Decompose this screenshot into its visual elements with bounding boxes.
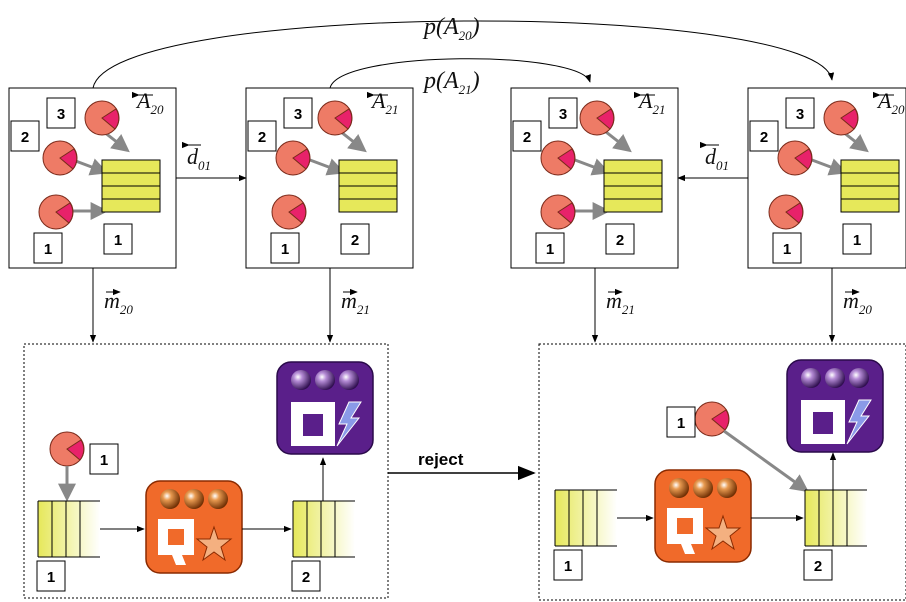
svg-text:2: 2 <box>21 129 29 146</box>
svg-text:1: 1 <box>853 232 861 249</box>
svg-text:2: 2 <box>523 129 531 146</box>
svg-text:1: 1 <box>677 415 685 432</box>
q-processor-icon <box>654 469 752 563</box>
svg-text:1: 1 <box>47 569 55 586</box>
right-panel: 1 1 2 <box>538 343 906 601</box>
state-box-4: 3 2 1 1 A20 <box>747 87 906 269</box>
svg-text:2: 2 <box>302 569 310 586</box>
pie-icon <box>42 140 78 176</box>
pie-icon <box>777 140 813 176</box>
state-box-1: 3 2 1 1 A20 <box>8 87 177 269</box>
svg-text:2: 2 <box>616 232 624 249</box>
pie-icon <box>317 100 353 136</box>
pie-icon <box>540 194 576 230</box>
storage-icon <box>786 359 884 453</box>
arrow-p-a21 <box>329 58 591 89</box>
left-panel: 1 1 2 <box>23 343 389 599</box>
svg-text:1: 1 <box>281 241 289 258</box>
pie-icon <box>823 100 859 136</box>
state-box-2: 3 2 1 2 A21 <box>245 87 414 269</box>
label-reject: reject <box>418 450 464 469</box>
queue-icon <box>292 500 356 558</box>
svg-text:1: 1 <box>564 558 572 575</box>
svg-text:1: 1 <box>44 241 52 258</box>
pie-icon <box>84 100 120 136</box>
svg-text:2: 2 <box>814 558 822 575</box>
label-p-a21: p(A21) <box>422 68 480 97</box>
svg-text:3: 3 <box>57 106 65 123</box>
pie-icon <box>768 194 804 230</box>
pie-icon <box>271 194 307 230</box>
state-box-3: 3 2 1 2 A21 <box>510 87 679 269</box>
queue-icon <box>554 489 618 547</box>
svg-text:2: 2 <box>760 129 768 146</box>
queue-icon <box>804 489 868 547</box>
svg-text:1: 1 <box>100 452 108 469</box>
storage-icon <box>276 361 374 455</box>
pie-icon <box>540 140 576 176</box>
pie-icon <box>38 194 74 230</box>
svg-text:2: 2 <box>351 232 359 249</box>
label-p-a20: p(A20) <box>422 14 480 43</box>
svg-text:2: 2 <box>258 129 266 146</box>
svg-text:1: 1 <box>546 241 554 258</box>
pie-icon <box>579 100 615 136</box>
svg-text:1: 1 <box>114 232 122 249</box>
svg-text:1: 1 <box>783 241 791 258</box>
arrow-p-a20 <box>92 20 835 89</box>
svg-text:3: 3 <box>796 106 804 123</box>
svg-text:A21: A21 <box>370 88 398 117</box>
label-d01-right: d01 <box>705 144 729 173</box>
pie-icon <box>275 140 311 176</box>
pie-icon <box>49 431 85 467</box>
label-d01-left: d01 <box>187 144 211 173</box>
svg-text:3: 3 <box>559 106 567 123</box>
svg-text:3: 3 <box>294 106 302 123</box>
q-processor-icon <box>145 480 243 574</box>
pie-icon <box>694 401 730 437</box>
queue-icon <box>37 500 101 558</box>
